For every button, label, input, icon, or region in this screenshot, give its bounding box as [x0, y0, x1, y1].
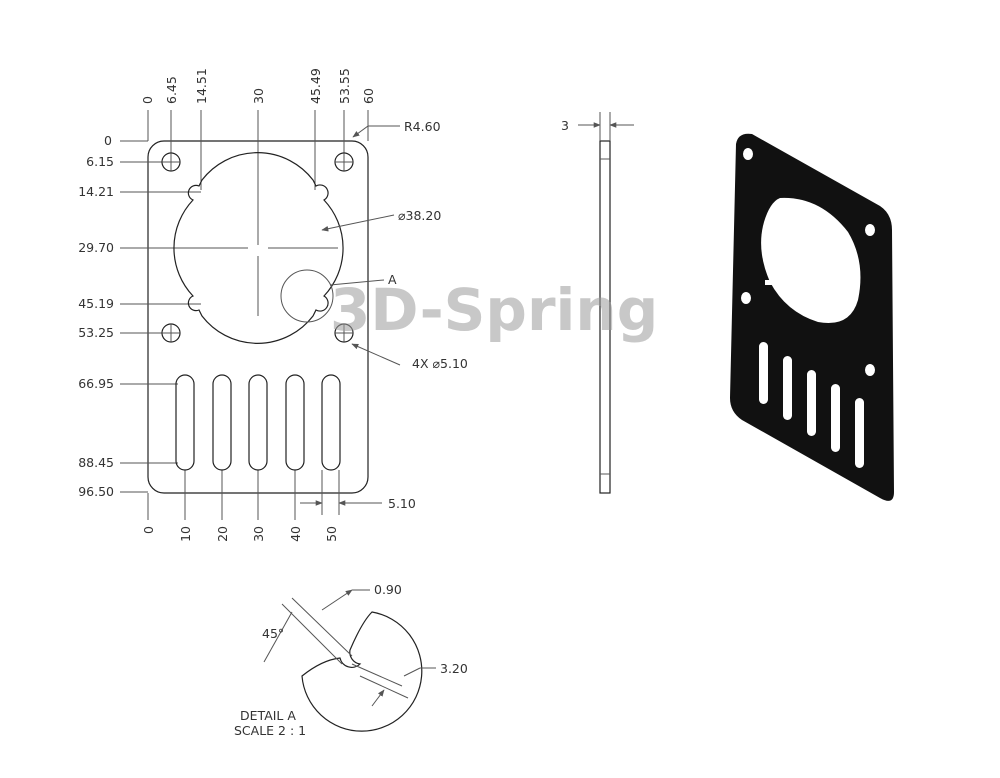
bore-diameter-label: ⌀38.20: [398, 208, 441, 223]
detail-scale: SCALE 2 : 1: [234, 723, 306, 738]
isometric-view: [730, 133, 894, 501]
top-dim-0: 0: [140, 96, 155, 104]
center-bore: [173, 152, 344, 344]
left-dim-6: 66.95: [78, 376, 114, 391]
detail-title: DETAIL A: [240, 708, 296, 723]
left-dim-5: 53.25: [78, 325, 114, 340]
left-dim-1: 6.15: [86, 154, 114, 169]
bottom-dim-4: 40: [288, 526, 303, 542]
left-dim-3: 29.70: [78, 240, 114, 255]
bottom-dim-2: 20: [215, 526, 230, 542]
top-dim-5: 53.55: [337, 68, 352, 104]
watermark: 3D-Spring: [330, 276, 658, 344]
bottom-extension-lines: [147, 470, 340, 520]
left-dim-2: 14.21: [78, 184, 114, 199]
detail-gap-label: 0.90: [374, 582, 402, 597]
corner-radius-label: R4.60: [404, 119, 441, 134]
side-profile: [599, 140, 611, 494]
bottom-dimension-labels: 0 10 20 30 40 50: [141, 526, 339, 542]
left-dim-0: 0: [104, 133, 112, 148]
iso-slots: [759, 342, 864, 468]
top-dim-4: 45.49: [308, 68, 323, 104]
detail-a-view: 0.90 45° 3.20 DETAIL A SCALE 2 : 1: [234, 582, 468, 738]
detail-marker-label: A: [388, 272, 397, 287]
detail-angle-label: 45°: [262, 626, 284, 641]
top-dim-3: 30: [251, 88, 266, 104]
left-extension-lines: [120, 140, 240, 493]
left-dim-8: 96.50: [78, 484, 114, 499]
mounting-holes: [161, 152, 354, 343]
top-dimension-labels: 0 6.45 14.51 30 45.49 53.55 60: [140, 68, 376, 104]
hole-note-label: 4X ⌀5.10: [412, 356, 468, 371]
thickness-label: 3: [561, 118, 569, 133]
detail-circle-a: [280, 269, 334, 323]
bottom-dim-3: 30: [251, 526, 266, 542]
bottom-dim-0: 0: [141, 526, 156, 534]
bore-centerlines: [186, 180, 338, 316]
detail-depth-label: 3.20: [440, 661, 468, 676]
detail-dimension-lines: [263, 589, 436, 707]
detail-arc: [301, 611, 423, 732]
bottom-dim-1: 10: [178, 526, 193, 542]
left-dimension-labels: 0 6.15 14.21 29.70 45.19 53.25 66.95 88.…: [78, 133, 114, 499]
left-dim-4: 45.19: [78, 296, 114, 311]
top-dim-1: 6.45: [164, 76, 179, 104]
front-view: 0 6.45 14.51 30 45.49 53.55 60 0 6.15 14…: [78, 68, 468, 542]
bottom-dim-5: 50: [324, 526, 339, 542]
side-view: 3: [561, 112, 634, 494]
top-dim-2: 14.51: [194, 68, 209, 104]
left-dim-7: 88.45: [78, 455, 114, 470]
slot-width-label: 5.10: [388, 496, 416, 511]
top-dim-6: 60: [361, 88, 376, 104]
iso-bore: [761, 197, 861, 324]
slots: [175, 374, 341, 471]
